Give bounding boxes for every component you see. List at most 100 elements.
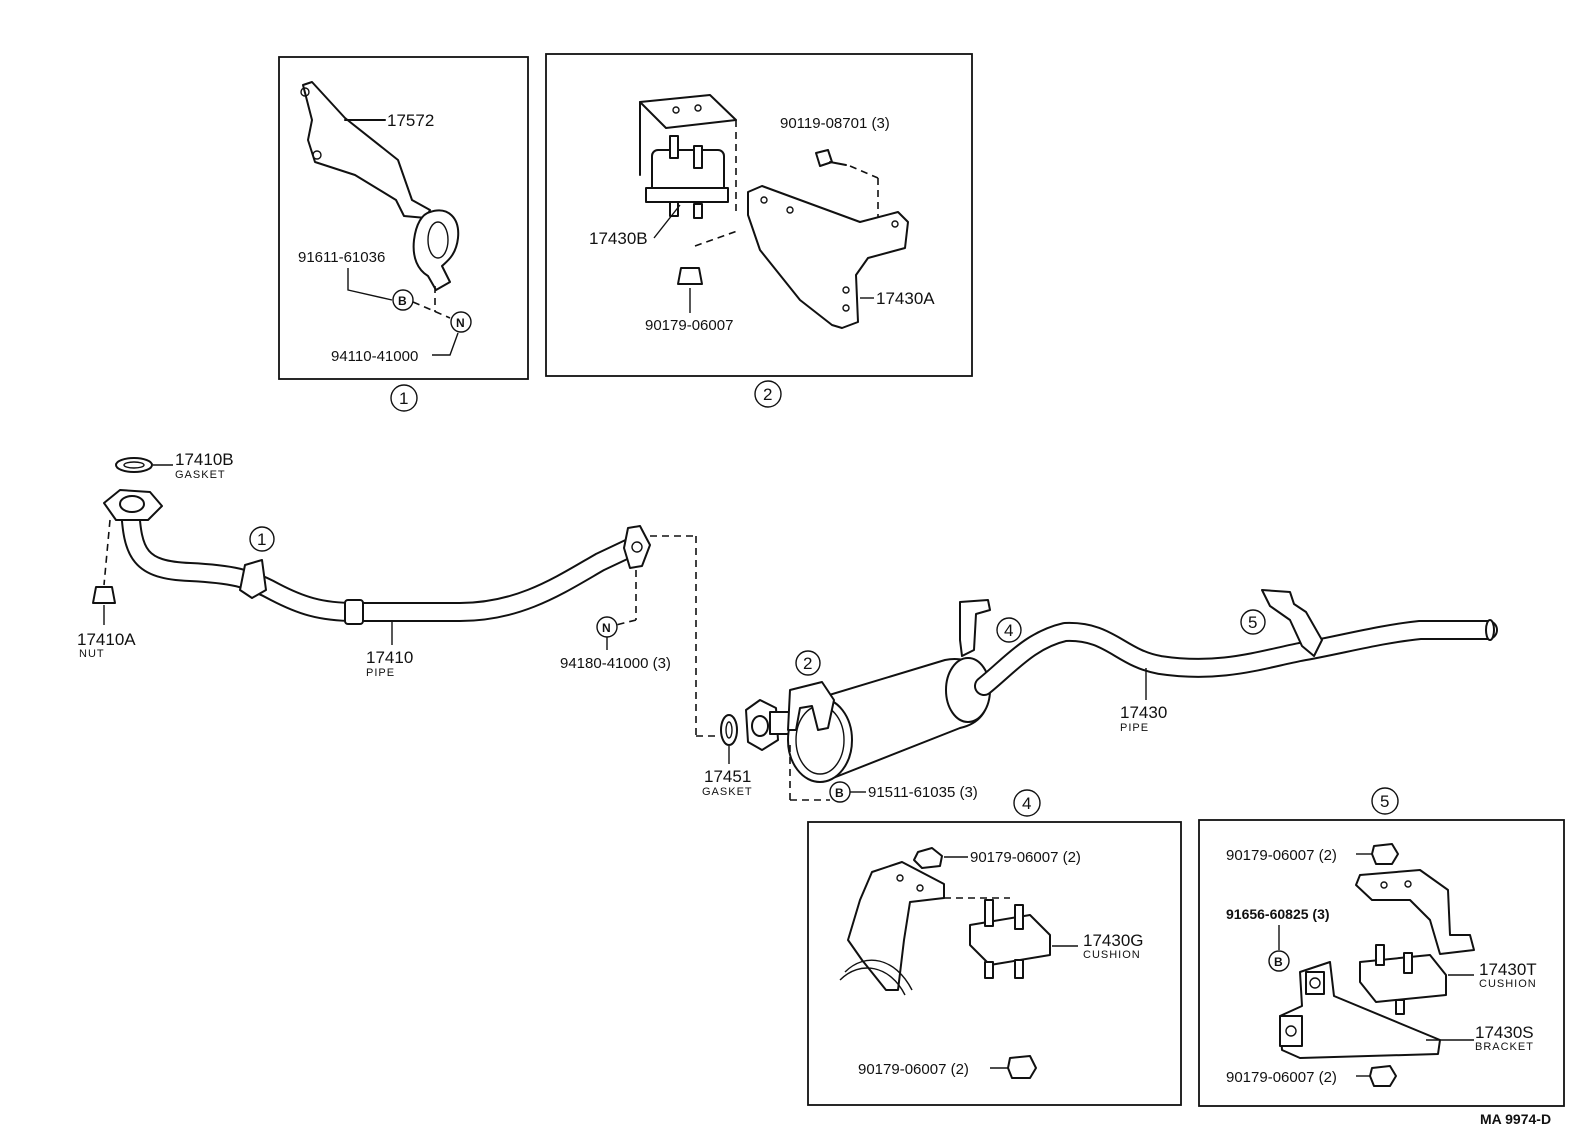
label-17430a: 17430A: [876, 289, 935, 308]
cushion-stud: [1403, 952, 1413, 974]
nut-90179-top: [913, 847, 943, 869]
nut-90179: [677, 267, 703, 285]
bracket-hole: [300, 87, 310, 97]
label-17430: 17430: [1120, 703, 1167, 722]
cushion-stud: [984, 961, 994, 979]
label-94110-41000: 94110-41000: [331, 348, 418, 365]
label-90179-06007: 90179-06007: [645, 317, 733, 334]
detail-view-2: 17430B 90179-06007 90119-08701 (3) 17430…: [545, 53, 973, 408]
cushion-17430t: [1359, 954, 1447, 1003]
cushion-base: [645, 187, 729, 203]
detail-box-5: [1198, 819, 1565, 1107]
plate-hole: [672, 106, 680, 114]
label-17430-sub: PIPE: [1120, 722, 1149, 734]
view-number-circle: [754, 380, 782, 408]
callout-5: 5: [1248, 613, 1257, 632]
bracket-hole: [891, 220, 899, 228]
view-number-5: 5: [1380, 792, 1389, 811]
upper-bracket-plate: [639, 94, 737, 129]
hanger-4: [959, 599, 991, 657]
bracket-plate: [1305, 971, 1325, 995]
muffler-curve: [844, 959, 913, 991]
bracket-hole: [786, 206, 794, 214]
hanger-5: [1261, 589, 1323, 657]
clamp-ring: [427, 221, 449, 259]
cushion-stud: [693, 203, 703, 219]
detail-box-2: [545, 53, 973, 377]
label-91611-61036: 91611-61036: [298, 249, 385, 266]
label-nut-top: 90179-06007 (2): [970, 849, 1081, 866]
callout-4: 4: [1004, 621, 1013, 640]
label-nut-bottom: 90179-06007 (2): [1226, 1069, 1337, 1086]
symbol-b: B: [398, 294, 407, 308]
symbol-n: N: [602, 621, 611, 635]
nut-90179-bottom: [1007, 1055, 1037, 1079]
bracket-hole: [312, 150, 322, 160]
callout-2: 2: [803, 654, 812, 673]
bracket-hole: [896, 874, 904, 882]
detail-box-4: [807, 821, 1182, 1106]
detail-view-5: 5 90179-06007 (2) 91656-60825 (3) B 1743…: [1198, 787, 1565, 1107]
label-17410b-sub: GASKET: [175, 469, 226, 481]
callout-circle: [249, 526, 275, 552]
label-94180-41000: 94180-41000 (3): [560, 655, 671, 672]
cushion-stud: [669, 201, 679, 217]
view-number-circle: [1013, 789, 1041, 817]
detail-box-1: [278, 56, 529, 380]
bracket-hole: [842, 304, 850, 312]
cushion-stud: [1395, 999, 1405, 1015]
bracket-hole: [1285, 1025, 1297, 1037]
detail-view-1: 17572 91611-61036 B N 94110-41000 1: [278, 56, 529, 412]
bolt-symbol-b: [1268, 950, 1290, 972]
front-pipe-17410: [120, 495, 646, 622]
label-17410b: 17410B: [175, 450, 234, 469]
nut-symbol-n: [450, 311, 472, 333]
bolt-symbol-b: [392, 289, 414, 311]
cushion-stud: [1014, 904, 1024, 930]
bolt-90119: [815, 149, 833, 167]
label-17451-sub: GASKET: [702, 786, 753, 798]
bracket-hole: [1309, 977, 1321, 989]
symbol-n: N: [456, 316, 465, 330]
figure-code: MA 9974-D: [1480, 1111, 1551, 1127]
cushion-stud: [984, 899, 994, 927]
pipe-hanger-clamp: [239, 559, 267, 599]
flange-opening: [119, 495, 145, 513]
cushion-stud: [693, 145, 703, 169]
detail-view-4: 4 90179-06007 (2) 17430G CUSHION 90179-0…: [807, 789, 1182, 1106]
label-17430t: 17430T: [1479, 960, 1537, 979]
gasket-hole: [123, 461, 145, 469]
bracket-hole: [842, 286, 850, 294]
callout-circle: [1240, 609, 1266, 635]
view-number-1: 1: [399, 389, 408, 408]
label-17430t-sub: CUSHION: [1479, 978, 1537, 990]
gasket-hole: [725, 721, 733, 739]
flange-hole: [631, 541, 643, 553]
label-90119-08701: 90119-08701 (3): [780, 115, 890, 132]
label-17430g-sub: CUSHION: [1083, 949, 1141, 961]
view-number-2: 2: [763, 385, 772, 404]
nut-90179-top: [1371, 843, 1399, 865]
cushion-stud: [669, 135, 679, 159]
bolt-shank: [829, 161, 847, 166]
gasket-17451: [720, 714, 738, 746]
callout-circle: [996, 617, 1022, 643]
leader-91611: [347, 268, 393, 301]
bracket-17572: [302, 81, 431, 219]
leader-94110: [432, 332, 459, 356]
muffler-curve: [839, 967, 906, 996]
bracket-hole: [760, 196, 768, 204]
label-17410: 17410: [366, 648, 413, 667]
label-17430g: 17430G: [1083, 931, 1144, 950]
label-nut-top: 90179-06007 (2): [1226, 847, 1337, 864]
label-17410a-sub: NUT: [79, 648, 105, 660]
dashed-link: [694, 229, 741, 247]
rear-flange: [623, 525, 651, 569]
plate-hole: [694, 104, 702, 112]
leader-17430b: [653, 204, 681, 239]
callout-1: 1: [257, 530, 266, 549]
callout-circle: [795, 650, 821, 676]
dashed-link: [615, 619, 637, 626]
